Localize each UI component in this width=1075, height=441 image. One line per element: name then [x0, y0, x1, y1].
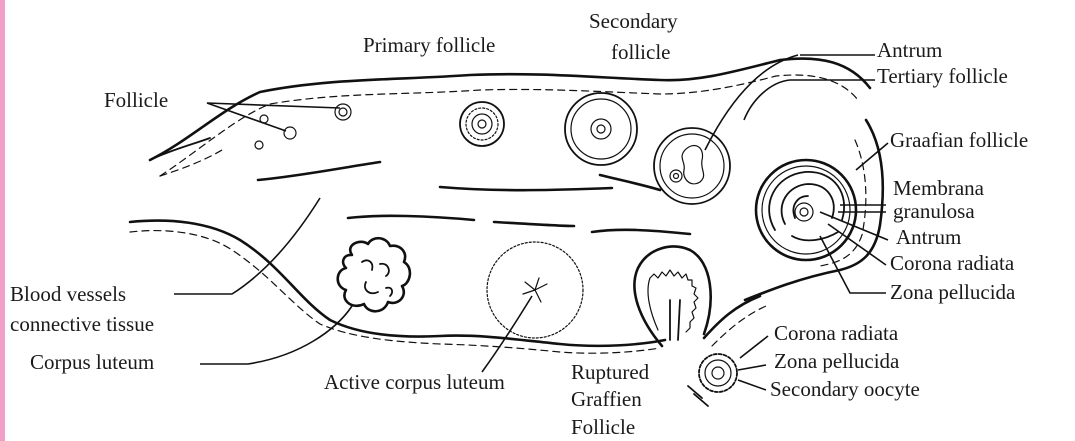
ruptured-follicle: [634, 247, 710, 346]
secondary-oocyte-structure: [688, 354, 737, 406]
left-edge-bar: [0, 0, 5, 441]
label-graafian-follicle: Graafian follicle: [890, 128, 1028, 152]
secondary-follicle: [565, 93, 637, 165]
small-follicles: [255, 104, 351, 149]
label-antrum-mid: Antrum: [896, 225, 961, 249]
label-blood-vessels-line2: connective tissue: [10, 312, 154, 336]
label-ruptured-line3: Follicle: [571, 415, 635, 439]
label-secondary-oocyte: Secondary oocyte: [770, 377, 920, 401]
label-membrana-line2: granulosa: [893, 199, 975, 223]
label-corona-radiata-oocyte: Corona radiata: [774, 321, 899, 345]
primary-follicle: [460, 102, 504, 146]
label-zona-pellucida-oocyte: Zona pellucida: [774, 349, 900, 373]
label-membrana-line1: Membrana: [893, 176, 985, 200]
label-ruptured-line2: Graffien: [571, 387, 642, 411]
label-antrum-top: Antrum: [877, 38, 942, 62]
tertiary-follicle: [654, 128, 730, 204]
label-zona-pellucida-graafian: Zona pellucida: [890, 280, 1016, 304]
label-secondary-follicle-line1: Secondary: [589, 9, 678, 33]
label-secondary-follicle-line2: follicle: [611, 40, 670, 64]
label-active-corpus-luteum: Active corpus luteum: [324, 370, 505, 394]
label-follicle: Follicle: [104, 88, 168, 112]
label-primary-follicle: Primary follicle: [363, 33, 495, 57]
blood-vessel-lines: [258, 162, 690, 234]
active-corpus-luteum: [487, 242, 583, 338]
label-ruptured-line1: Ruptured: [571, 360, 650, 384]
graafian-follicle: [756, 160, 856, 260]
label-corpus-luteum: Corpus luteum: [30, 350, 154, 374]
corpus-luteum: [338, 238, 410, 311]
label-tertiary-follicle: Tertiary follicle: [877, 64, 1008, 88]
label-blood-vessels-line1: Blood vessels: [10, 282, 126, 306]
label-corona-radiata-graafian: Corona radiata: [890, 251, 1015, 275]
